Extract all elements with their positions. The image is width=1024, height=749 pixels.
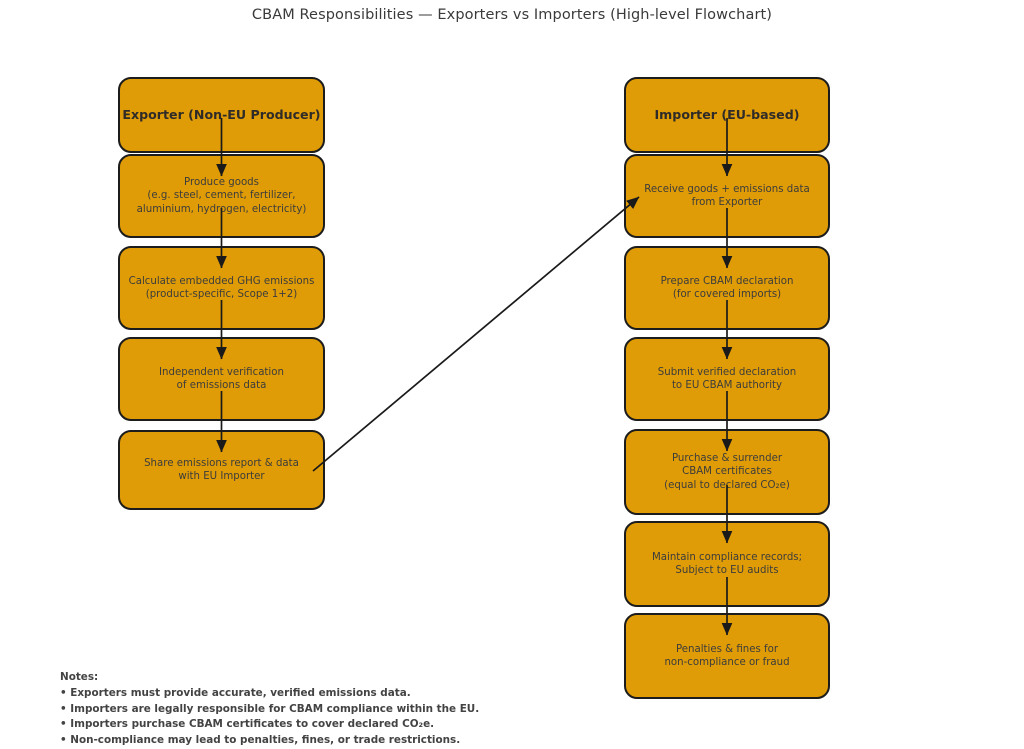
node-importer-prepare-declaration[interactable]: Prepare CBAM declaration (for covered im…	[624, 246, 830, 330]
note-item-3: • Importers purchase CBAM certificates t…	[60, 718, 435, 731]
node-importer-penalties[interactable]: Penalties & fines for non-compliance or …	[624, 613, 830, 699]
node-exporter-independent-verification[interactable]: Independent verification of emissions da…	[118, 337, 325, 421]
node-importer-maintain-records[interactable]: Maintain compliance records; Subject to …	[624, 521, 830, 607]
node-importer-header[interactable]: Importer (EU-based)	[624, 77, 830, 153]
node-label: Submit verified declaration to EU CBAM a…	[657, 366, 797, 391]
node-label: Receive goods + emissions data from Expo…	[644, 183, 810, 208]
node-label: Exporter (Non-EU Producer)	[122, 106, 321, 122]
node-label: Purchase & surrender CBAM certificates (…	[664, 453, 790, 491]
node-exporter-produce-goods[interactable]: Produce goods (e.g. steel, cement, ferti…	[118, 154, 325, 238]
node-label: Importer (EU-based)	[654, 106, 800, 122]
node-label: Produce goods (e.g. steel, cement, ferti…	[136, 177, 307, 215]
note-item-1: • Exporters must provide accurate, verif…	[60, 686, 411, 699]
node-label: Share emissions report & data with EU Im…	[144, 457, 299, 482]
node-importer-receive-goods[interactable]: Receive goods + emissions data from Expo…	[624, 154, 830, 238]
node-label: Prepare CBAM declaration (for covered im…	[660, 275, 794, 300]
note-item-2: • Importers are legally responsible for …	[60, 702, 480, 715]
page-title: CBAM Responsibilities — Exporters vs Imp…	[251, 7, 773, 23]
node-label: Calculate embedded GHG emissions (produc…	[128, 275, 315, 300]
edge-cross-share-to-receive	[312, 196, 640, 472]
node-label: Independent verification of emissions da…	[159, 366, 284, 391]
node-label: Maintain compliance records; Subject to …	[651, 551, 803, 576]
node-importer-submit-declaration[interactable]: Submit verified declaration to EU CBAM a…	[624, 337, 830, 421]
notes-block: Notes: • Exporters must provide accurate…	[60, 670, 479, 749]
node-exporter-header[interactable]: Exporter (Non-EU Producer)	[118, 77, 325, 153]
node-label: Penalties & fines for non-compliance or …	[664, 643, 790, 668]
node-exporter-calculate-emissions[interactable]: Calculate embedded GHG emissions (produc…	[118, 246, 325, 330]
note-item-4: • Non-compliance may lead to penalties, …	[60, 734, 461, 747]
notes-heading: Notes:	[60, 671, 99, 683]
node-importer-purchase-certificates[interactable]: Purchase & surrender CBAM certificates (…	[624, 429, 830, 515]
node-exporter-share-report[interactable]: Share emissions report & data with EU Im…	[118, 430, 325, 510]
